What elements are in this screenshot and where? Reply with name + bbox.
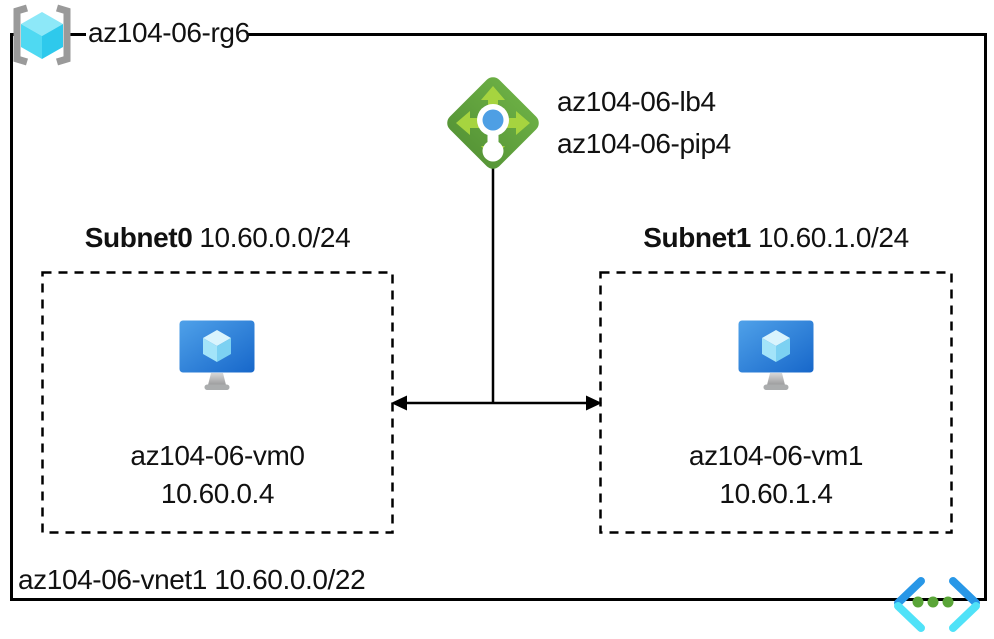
vm0-caption: az104-06-vm0 10.60.0.4 xyxy=(42,437,393,513)
arrowhead-right-icon xyxy=(586,395,602,411)
border-label-gap xyxy=(15,30,247,40)
subnet1-cidr: 10.60.1.0/24 xyxy=(757,222,909,253)
resource-group-icon xyxy=(13,4,71,66)
virtual-machine-icon xyxy=(179,320,255,390)
virtual-network-icon xyxy=(894,577,980,632)
vnet-caption: az104-06-vnet1 10.60.0.0/22 xyxy=(18,564,366,596)
vm0-ip: 10.60.0.4 xyxy=(160,478,275,509)
load-balancer-icon xyxy=(447,77,539,169)
subnet1-name: Subnet1 xyxy=(643,222,751,253)
vm0-name: az104-06-vm0 xyxy=(130,440,305,471)
border-stub xyxy=(64,33,86,36)
load-balancer-label: az104-06-lb4 xyxy=(557,86,716,117)
vnet-cidr: 10.60.0.0/22 xyxy=(214,564,366,595)
arrowhead-left-icon xyxy=(391,395,407,411)
vnet-name: az104-06-vnet1 xyxy=(18,564,207,595)
public-ip-label: az104-06-pip4 xyxy=(557,128,731,159)
virtual-machine-icon xyxy=(738,320,814,390)
resource-group-label: az104-06-rg6 xyxy=(88,17,250,48)
vm1-name: az104-06-vm1 xyxy=(688,440,864,471)
vm1-ip: 10.60.1.4 xyxy=(719,478,833,509)
vm1-caption: az104-06-vm1 10.60.1.4 xyxy=(600,437,952,513)
resource-group-box xyxy=(10,33,987,601)
subnet0-name: Subnet0 xyxy=(84,222,193,253)
subnet0-cidr: 10.60.0.0/24 xyxy=(199,222,351,253)
